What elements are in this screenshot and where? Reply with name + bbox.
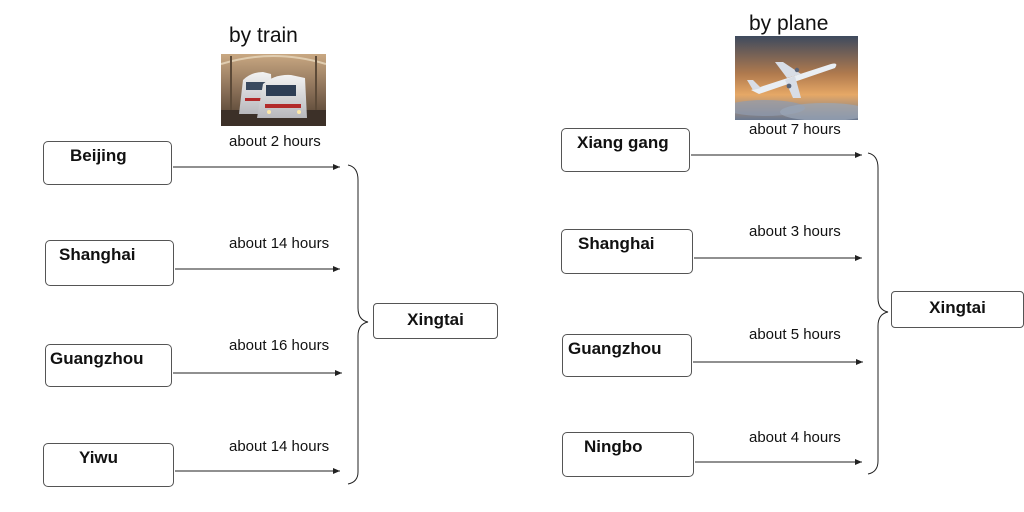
plane-brace <box>867 152 889 475</box>
destination-box-xingtai: Xingtai <box>373 303 498 339</box>
destination-label: Xingtai <box>929 298 986 317</box>
train-title: by train <box>229 24 298 47</box>
duration-label: about 3 hours <box>749 223 841 240</box>
origin-box-guangzhou: Guangzhou <box>45 344 172 387</box>
duration-label: about 7 hours <box>749 121 841 138</box>
origin-box-shanghai: Shanghai <box>561 229 693 274</box>
origin-label: Ningbo <box>584 437 643 456</box>
origin-label: Guangzhou <box>568 339 662 358</box>
duration-label: about 14 hours <box>229 235 330 252</box>
duration-label: about 14 hours <box>229 438 330 455</box>
train-connector-lines <box>173 164 369 485</box>
duration-label: about 2 hours <box>229 133 321 150</box>
train-route-panel: by train <box>0 0 510 512</box>
origin-label: Shanghai <box>578 234 655 253</box>
destination-label: Xingtai <box>407 310 464 329</box>
train-photo <box>221 54 326 126</box>
origin-label: Guangzhou <box>50 349 144 368</box>
duration-label: about 5 hours <box>749 326 841 343</box>
plane-route-panel: by plane Xiang gang Sha <box>520 0 1024 512</box>
duration-label: about 16 hours <box>229 337 330 354</box>
duration-label: about 4 hours <box>749 429 841 446</box>
origin-box-guangzhou: Guangzhou <box>562 334 692 377</box>
origin-box-yiwu: Yiwu <box>43 443 174 487</box>
train-brace <box>347 164 369 485</box>
destination-box-xingtai: Xingtai <box>891 291 1024 328</box>
origin-box-ningbo: Ningbo <box>562 432 694 477</box>
origin-label: Shanghai <box>59 245 136 264</box>
plane-title: by plane <box>749 12 829 35</box>
airplane-photo <box>735 36 858 120</box>
origin-label: Beijing <box>70 146 127 165</box>
origin-label: Xiang gang <box>577 133 669 152</box>
origin-label: Yiwu <box>79 448 119 467</box>
plane-connector-lines <box>691 152 889 475</box>
origin-box-shanghai: Shanghai <box>45 240 174 286</box>
origin-box-xiang-gang: Xiang gang <box>561 128 690 172</box>
origin-box-beijing: Beijing <box>43 141 172 185</box>
